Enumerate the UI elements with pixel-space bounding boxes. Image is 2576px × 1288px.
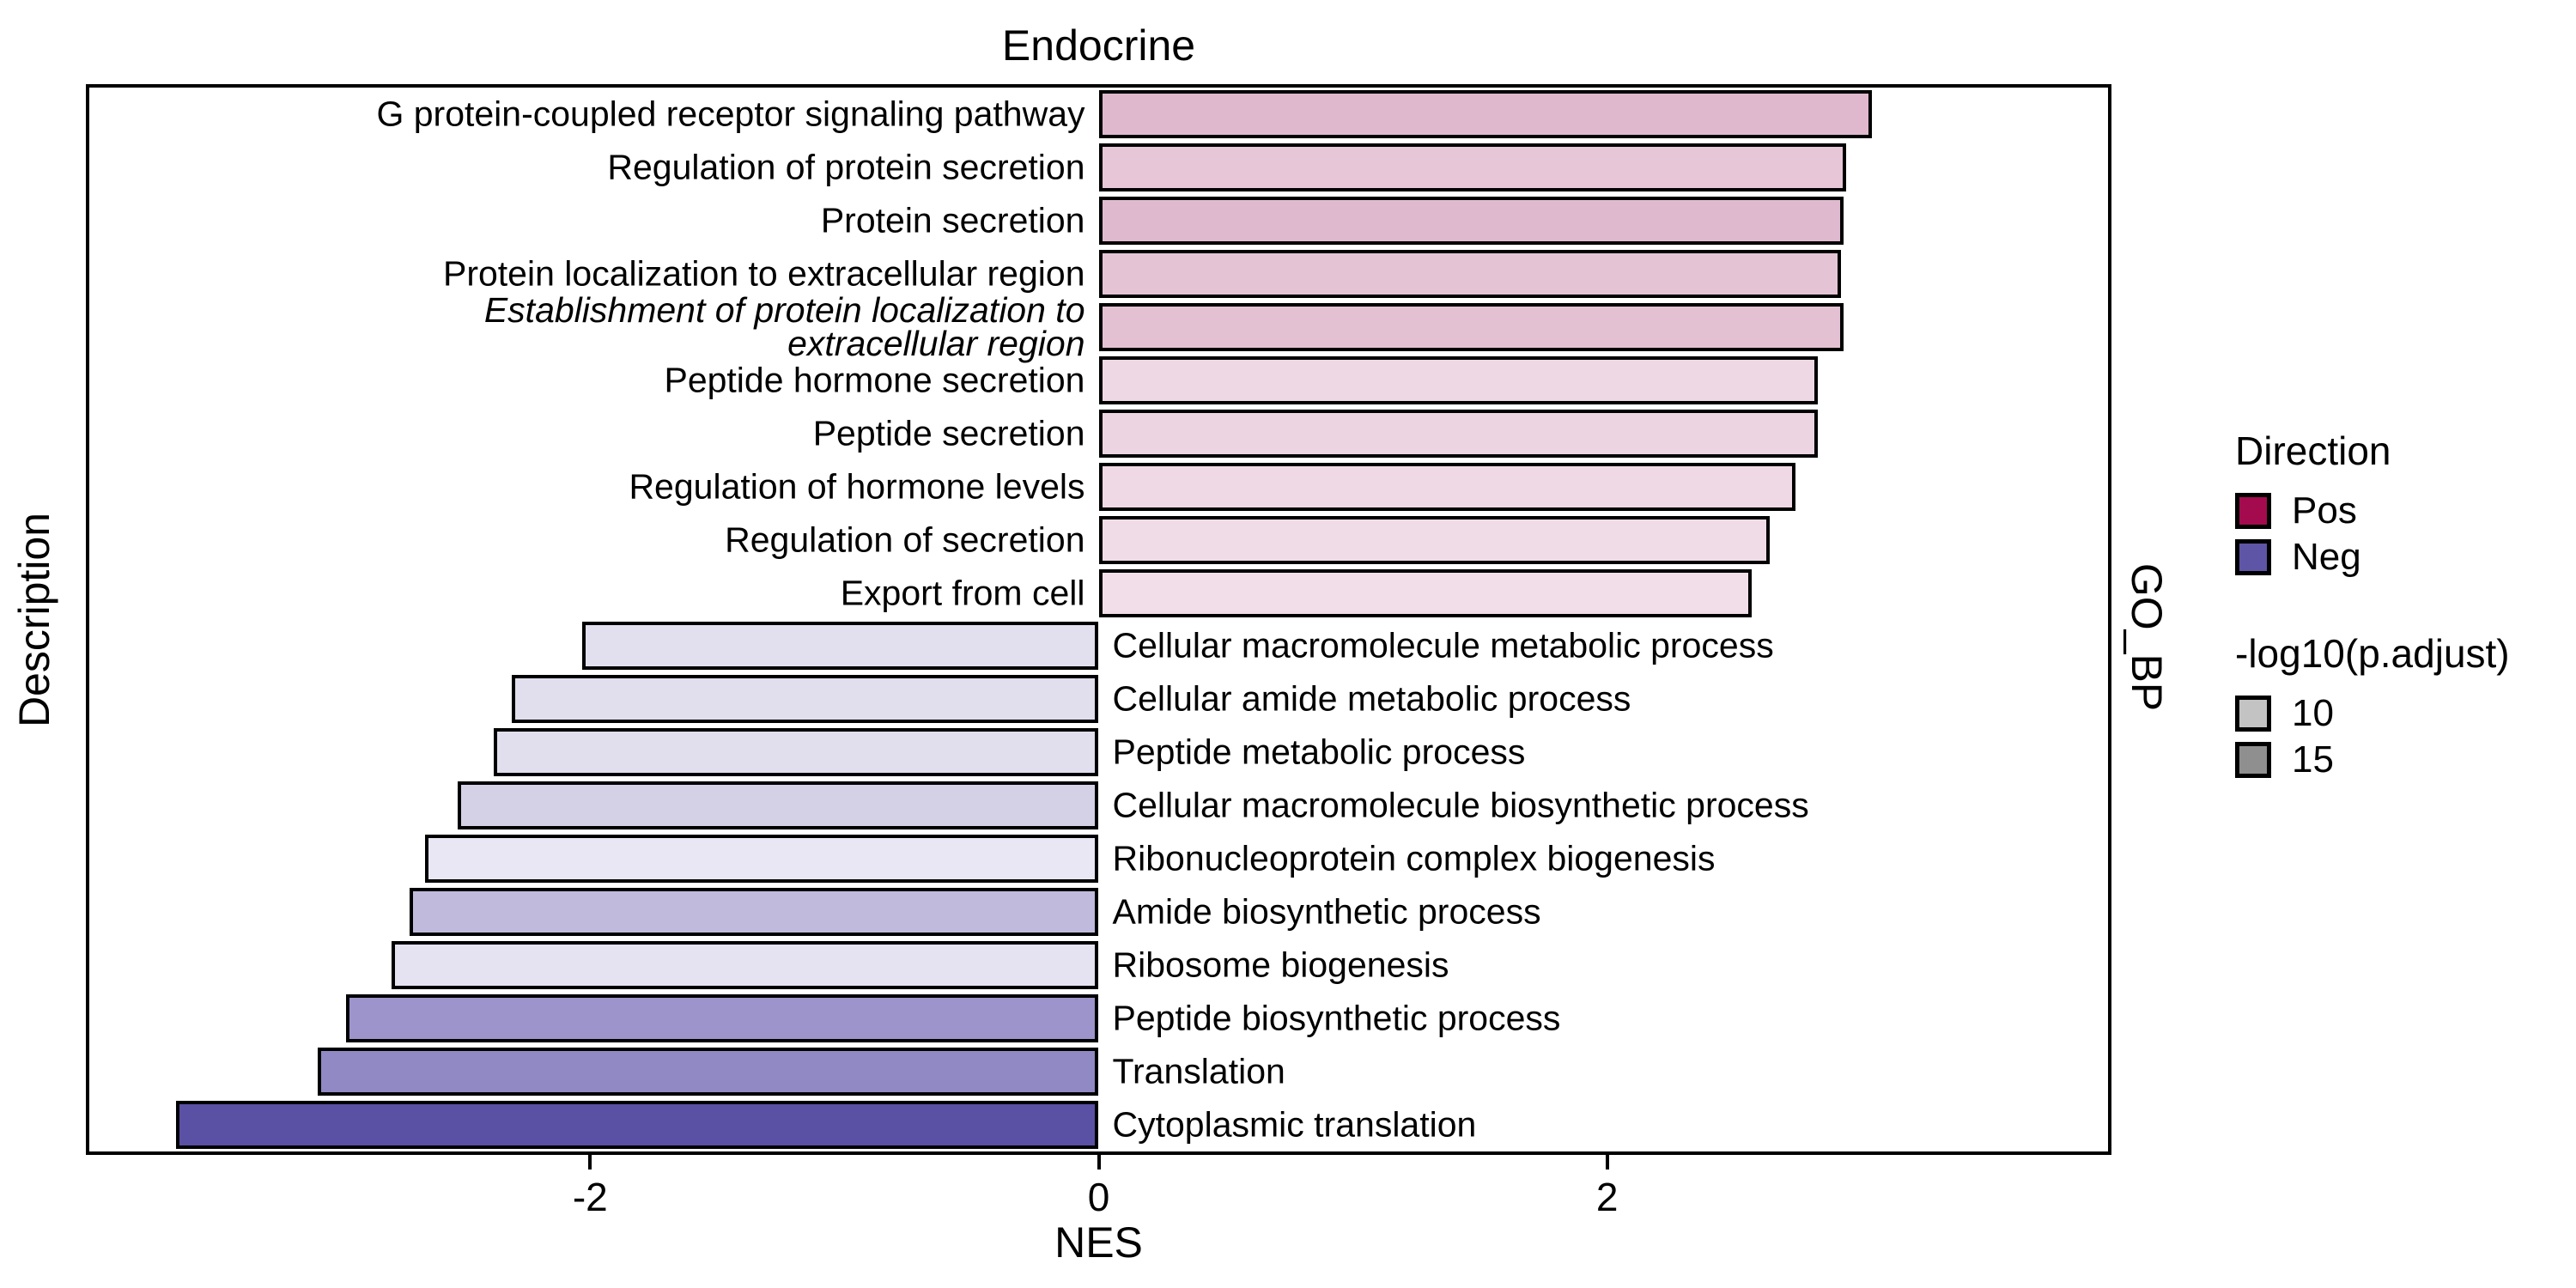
nes-bar: [582, 622, 1099, 671]
bar-row: Peptide biosynthetic process: [89, 992, 2108, 1045]
bar-label: Cellular amide metabolic process: [1112, 678, 1631, 719]
legend-item-label: 10: [2292, 692, 2334, 734]
nes-bar: [175, 1101, 1099, 1150]
bar-label: Protein localization to extracellular re…: [442, 253, 1085, 294]
nes-bar: [318, 1048, 1099, 1097]
bar-row: Regulation of secretion: [89, 513, 2108, 567]
bar-label: Regulation of secretion: [725, 519, 1085, 560]
legend-item-label: Pos: [2292, 489, 2357, 532]
nes-bar: [458, 781, 1099, 830]
nes-bar: [493, 728, 1099, 777]
nes-bar: [1098, 568, 1753, 617]
nes-bar: [1098, 355, 1819, 404]
legend-item-pos: Pos: [2235, 489, 2570, 532]
bar-label: Cytoplasmic translation: [1112, 1104, 1477, 1145]
bar-row: Cellular macromolecule biosynthetic proc…: [89, 779, 2108, 832]
plot-title: Endocrine: [1001, 21, 1196, 70]
legend-item-label: Neg: [2292, 536, 2361, 578]
bar-label: Establishment of protein localization to…: [483, 289, 1085, 363]
nes-bar: [346, 994, 1099, 1043]
nes-bar: [1098, 462, 1795, 511]
bar-row: Peptide secretion: [89, 407, 2108, 460]
legend-direction-title: Direction: [2235, 428, 2391, 473]
bar-row: Export from cell: [89, 567, 2108, 620]
plot-panel: G protein-coupled receptor signaling pat…: [86, 84, 2111, 1155]
bar-row: Ribosome biogenesis: [89, 939, 2108, 992]
bar-label: Peptide secretion: [812, 413, 1085, 453]
nes-bar: [1098, 302, 1844, 351]
nes-bar: [410, 888, 1099, 937]
bar-row: Amide biosynthetic process: [89, 885, 2108, 939]
legend-pvalue-title: -log10(p.adjust): [2235, 631, 2510, 676]
legend-item-p10: 10: [2235, 692, 2570, 735]
p15-color-swatch: [2235, 742, 2271, 778]
nes-bar: [1098, 196, 1844, 245]
nes-bar: [511, 675, 1099, 724]
bar-row: Protein secretion: [89, 194, 2108, 247]
bar-label: Regulation of protein secretion: [607, 147, 1085, 187]
p10-color-swatch: [2235, 696, 2271, 732]
x-tick-mark: [588, 1155, 592, 1170]
x-tick-label: 0: [1087, 1175, 1110, 1219]
bar-label: Ribosome biogenesis: [1112, 945, 1449, 985]
facet-strip-label: GO_BP: [2123, 562, 2171, 712]
bar-row: Peptide hormone secretion: [89, 354, 2108, 407]
neg-color-swatch: [2235, 539, 2271, 575]
x-tick-label: 2: [1595, 1175, 1619, 1219]
bar-row: G protein-coupled receptor signaling pat…: [89, 88, 2108, 141]
nes-bar: [1098, 515, 1771, 564]
nes-bar: [1098, 89, 1872, 138]
bar-row: Ribonucleoprotein complex biogenesis: [89, 832, 2108, 885]
bar-row: Cellular amide metabolic process: [89, 672, 2108, 726]
x-tick-mark: [1097, 1155, 1101, 1170]
nes-bar: [424, 835, 1099, 884]
legend-item-p15: 15: [2235, 738, 2570, 781]
bar-row: Peptide metabolic process: [89, 726, 2108, 779]
nes-bar: [1098, 249, 1842, 298]
bar-row: Regulation of hormone levels: [89, 460, 2108, 513]
bar-label: Export from cell: [840, 573, 1085, 613]
bar-row: Regulation of protein secretion: [89, 141, 2108, 194]
bar-label: Regulation of hormone levels: [629, 466, 1085, 507]
bar-label: G protein-coupled receptor signaling pat…: [376, 94, 1085, 134]
bar-row: Translation: [89, 1045, 2108, 1098]
bar-row: Protein localization to extracellular re…: [89, 247, 2108, 301]
bar-label: Cellular macromolecule biosynthetic proc…: [1112, 785, 1809, 825]
nes-bar: [1098, 409, 1819, 458]
y-axis-title: Description: [10, 512, 58, 728]
bar-label: Amide biosynthetic process: [1112, 891, 1541, 932]
bar-row: Cytoplasmic translation: [89, 1098, 2108, 1151]
legend-item-label: 15: [2292, 738, 2334, 781]
bar-label: Protein secretion: [820, 200, 1085, 240]
x-axis-title: NES: [1054, 1218, 1143, 1267]
nes-bar: [392, 941, 1099, 990]
pos-color-swatch: [2235, 493, 2271, 529]
bar-label: Peptide hormone secretion: [664, 360, 1085, 400]
x-tick-label: -2: [572, 1175, 608, 1219]
bar-label: Peptide biosynthetic process: [1112, 998, 1561, 1038]
bar-label: Ribonucleoprotein complex biogenesis: [1112, 838, 1716, 878]
bar-row: Establishment of protein localization to…: [89, 292, 2108, 361]
bar-label: Peptide metabolic process: [1112, 732, 1526, 772]
bar-row: Cellular macromolecule metabolic process: [89, 620, 2108, 673]
nes-bar: [1098, 143, 1847, 191]
bar-label: Cellular macromolecule metabolic process: [1112, 626, 1774, 665]
legend-item-neg: Neg: [2235, 536, 2570, 579]
legend: Direction Pos Neg -log10(p.adjust) 10 15: [2235, 428, 2570, 785]
x-tick-mark: [1605, 1155, 1609, 1170]
bar-label: Translation: [1112, 1051, 1285, 1091]
x-axis: -2 0 2: [86, 1155, 2111, 1258]
